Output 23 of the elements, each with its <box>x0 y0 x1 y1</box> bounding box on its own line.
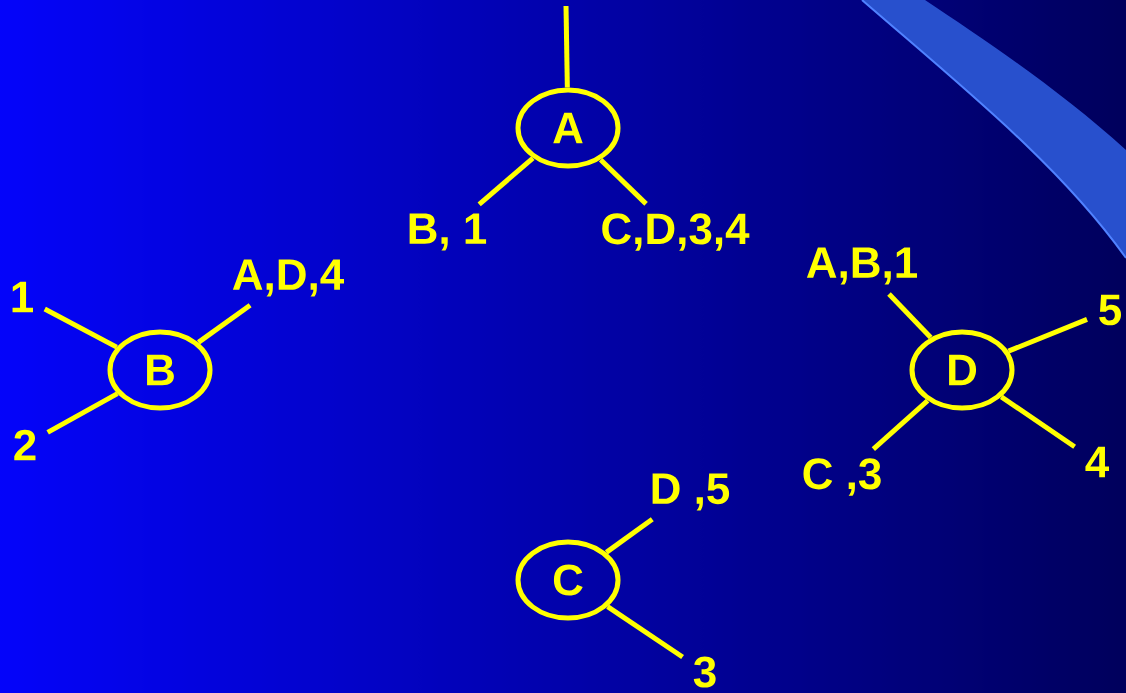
connector-line <box>606 604 684 660</box>
connector-line <box>1007 317 1088 354</box>
line-label: D ,5 <box>652 473 730 511</box>
line-label: A,D,4 <box>232 259 344 297</box>
connector-line <box>999 394 1077 449</box>
connector-line <box>46 391 119 435</box>
line-label: 4 <box>1085 446 1109 478</box>
connector-line <box>871 398 930 451</box>
connector-line <box>604 517 654 555</box>
line-label: C,D,3,4 <box>602 213 750 251</box>
connector-line <box>477 156 535 207</box>
line-label: C ,3 <box>803 458 881 496</box>
line-label: B, 1 <box>409 213 487 251</box>
connector-line <box>43 306 118 350</box>
connector-line <box>196 303 252 345</box>
connector-line <box>563 5 570 88</box>
connector-line <box>887 292 933 340</box>
line-label: 3 <box>693 656 716 688</box>
line-label: A,B,1 <box>806 247 917 285</box>
line-label: 1 <box>12 281 33 313</box>
line-label: 2 <box>14 429 36 461</box>
line-label: 5 <box>1099 294 1121 326</box>
connector-line <box>598 157 648 206</box>
